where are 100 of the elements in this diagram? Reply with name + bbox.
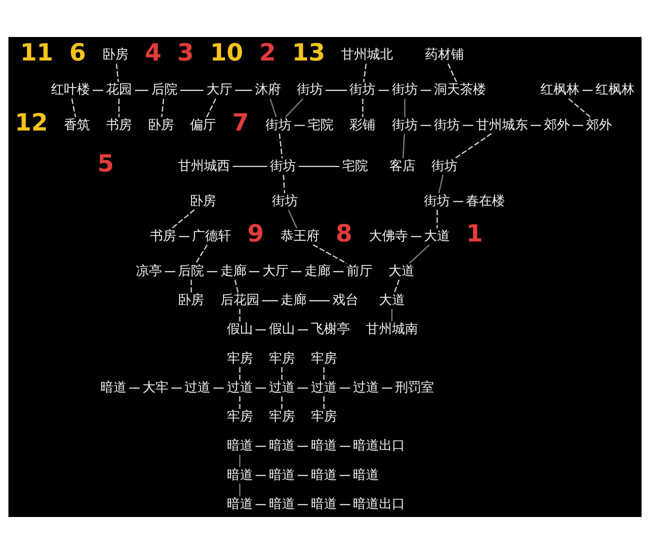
connector: [391, 308, 392, 321]
node-text: 大厅: [206, 82, 232, 98]
connector: [323, 366, 325, 380]
node-text: 街坊: [272, 193, 298, 208]
node-text: 前厅: [346, 263, 373, 278]
node-text: 飞榭亭: [310, 322, 350, 337]
label: 7: [232, 108, 249, 136]
connector: [281, 396, 282, 408]
connector: [298, 474, 308, 476]
node-text: 沐府: [254, 82, 281, 98]
connector: [118, 98, 120, 117]
connector: [298, 328, 308, 330]
node-text: 暗道: [352, 467, 379, 482]
label: 4: [144, 38, 162, 66]
node-text: 书房: [106, 117, 132, 132]
connector: [438, 174, 444, 193]
node-text: 郊外: [544, 117, 570, 132]
node-text: 牢房: [226, 350, 253, 366]
connector: [134, 89, 148, 90]
connector: [180, 89, 204, 90]
node-text: 大道: [378, 292, 405, 308]
node-text: 牢房: [310, 350, 337, 366]
node-text: 广德轩: [192, 228, 232, 244]
node-text: 暗道: [226, 496, 253, 512]
connector: [256, 387, 266, 388]
node-text: 卧房: [190, 193, 216, 208]
connector: [206, 98, 216, 117]
connector: [256, 504, 266, 505]
connector: [232, 165, 268, 167]
node-text: 过道: [310, 380, 337, 395]
connector: [394, 279, 400, 292]
label: 11: [20, 38, 54, 66]
connector: [294, 124, 305, 126]
connector: [462, 124, 474, 126]
connector: [454, 132, 492, 158]
connector: [420, 124, 431, 126]
connector: [214, 387, 224, 388]
node-text: 牢房: [268, 350, 295, 366]
label: 3: [177, 38, 194, 66]
connector: [404, 98, 406, 117]
connector: [298, 504, 308, 505]
node-text: 过道: [268, 380, 295, 395]
node-text: 牢房: [268, 409, 295, 424]
node-text: 彩铺: [350, 117, 376, 132]
node-text: 郊外: [586, 117, 612, 132]
label: 10: [210, 38, 244, 66]
connector: [234, 279, 239, 292]
connector: [411, 235, 422, 237]
node-text: 大厅: [262, 263, 288, 278]
label: 1: [466, 219, 483, 248]
connector: [256, 445, 266, 446]
connector: [239, 396, 240, 408]
label: 2: [259, 38, 276, 66]
label: 12: [14, 108, 48, 136]
node-text: 街坊: [296, 82, 323, 98]
node-text: 戏台: [332, 292, 358, 308]
node-text: 街坊: [270, 158, 296, 174]
node-text: 书房: [150, 228, 176, 244]
node-text: 暗道出口: [352, 496, 405, 512]
node-text: 过道: [184, 380, 211, 395]
node-text: 甘州城北: [341, 47, 394, 62]
node-text: 甘州城东: [476, 117, 528, 132]
connector: [298, 387, 308, 388]
connector: [239, 366, 240, 380]
node-text: 后花园: [220, 292, 260, 308]
connector: [363, 63, 367, 82]
connector: [453, 200, 464, 202]
node-text: 花园: [106, 82, 132, 98]
node-text: 街坊: [350, 82, 376, 98]
node-text: 大道: [388, 263, 415, 278]
node-text: 卧房: [178, 292, 204, 308]
node-text: 暗道: [310, 467, 337, 482]
node-text: 后院: [151, 82, 178, 98]
node-text: 牢房: [226, 409, 253, 424]
connector: [420, 89, 432, 90]
connector: [448, 62, 458, 82]
connector: [190, 279, 192, 292]
connector: [312, 244, 347, 264]
connector: [288, 209, 298, 228]
node-text: 街坊: [266, 117, 292, 132]
connector: [239, 483, 240, 496]
connector: [270, 98, 277, 117]
node-text: 街坊: [392, 82, 418, 98]
node-text: 洞天茶楼: [434, 82, 486, 98]
connector: [278, 133, 283, 158]
node-text: 卧房: [148, 117, 174, 132]
label: 8: [336, 219, 352, 248]
connector: [436, 209, 438, 228]
connector: [310, 300, 330, 301]
node-text: 街坊: [424, 193, 450, 208]
node-text: 偏厅: [190, 117, 216, 132]
connector: [582, 89, 593, 90]
node-text: 大牢: [142, 380, 169, 395]
node-text: 刑罚室: [395, 380, 434, 395]
connector: [340, 387, 350, 388]
node-text: 街坊: [392, 117, 418, 132]
connector: [362, 98, 364, 117]
node-text: 恭王府: [280, 228, 320, 244]
node-text: 街坊: [432, 158, 458, 174]
connector: [92, 89, 104, 90]
